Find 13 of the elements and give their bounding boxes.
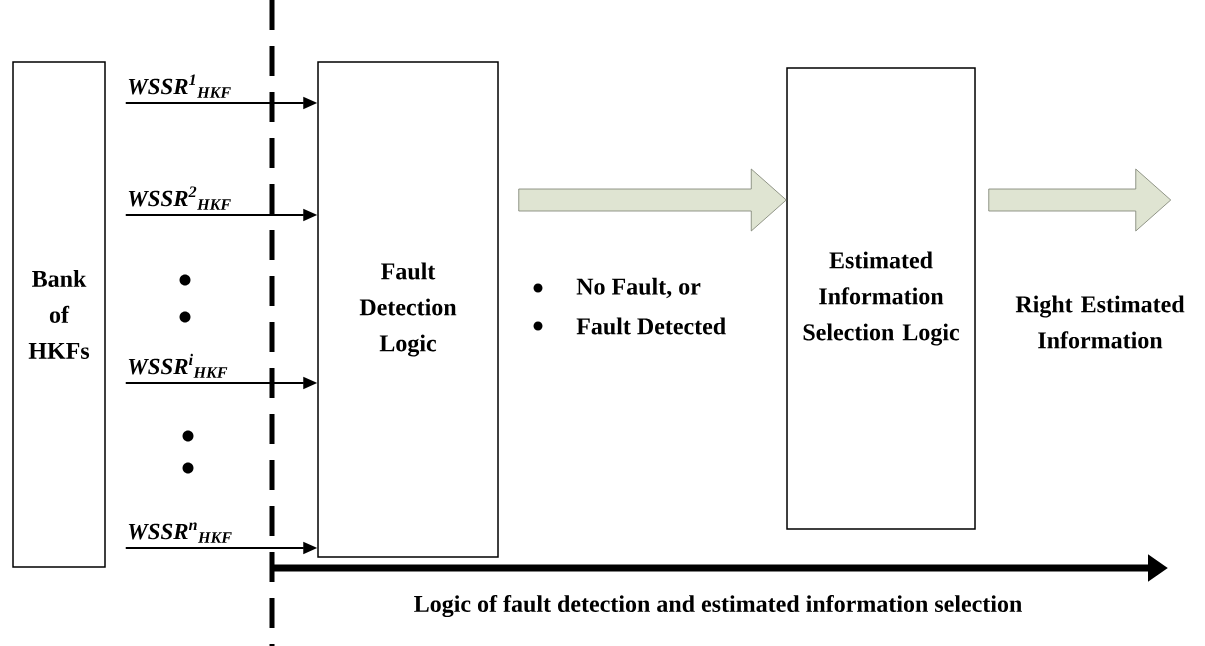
caption: Logic of fault detection and estimated information selection — [414, 594, 1022, 618]
output-text: Right Estimated Information — [1015, 295, 1185, 349]
logic-box: Estimated Information Selection Logic — [786, 67, 976, 530]
block-arrow — [988, 168, 1172, 232]
status-text: No Fault, or — [576, 277, 701, 299]
edge-label: WSSR$^{2}$HKF — [128, 186, 231, 210]
edge-label: WSSR$^{1}$HKF — [128, 74, 231, 98]
edge-label: WSSR$^{n}$HKF — [128, 522, 232, 543]
logic-box: Fault Detection Logic — [317, 61, 499, 558]
bank-box: Bank of HKFs — [12, 61, 106, 568]
edge-label: WSSR$^{i}$HKF — [128, 353, 228, 378]
block-arrow — [518, 168, 787, 232]
status-text: Fault Detected — [576, 317, 726, 335]
